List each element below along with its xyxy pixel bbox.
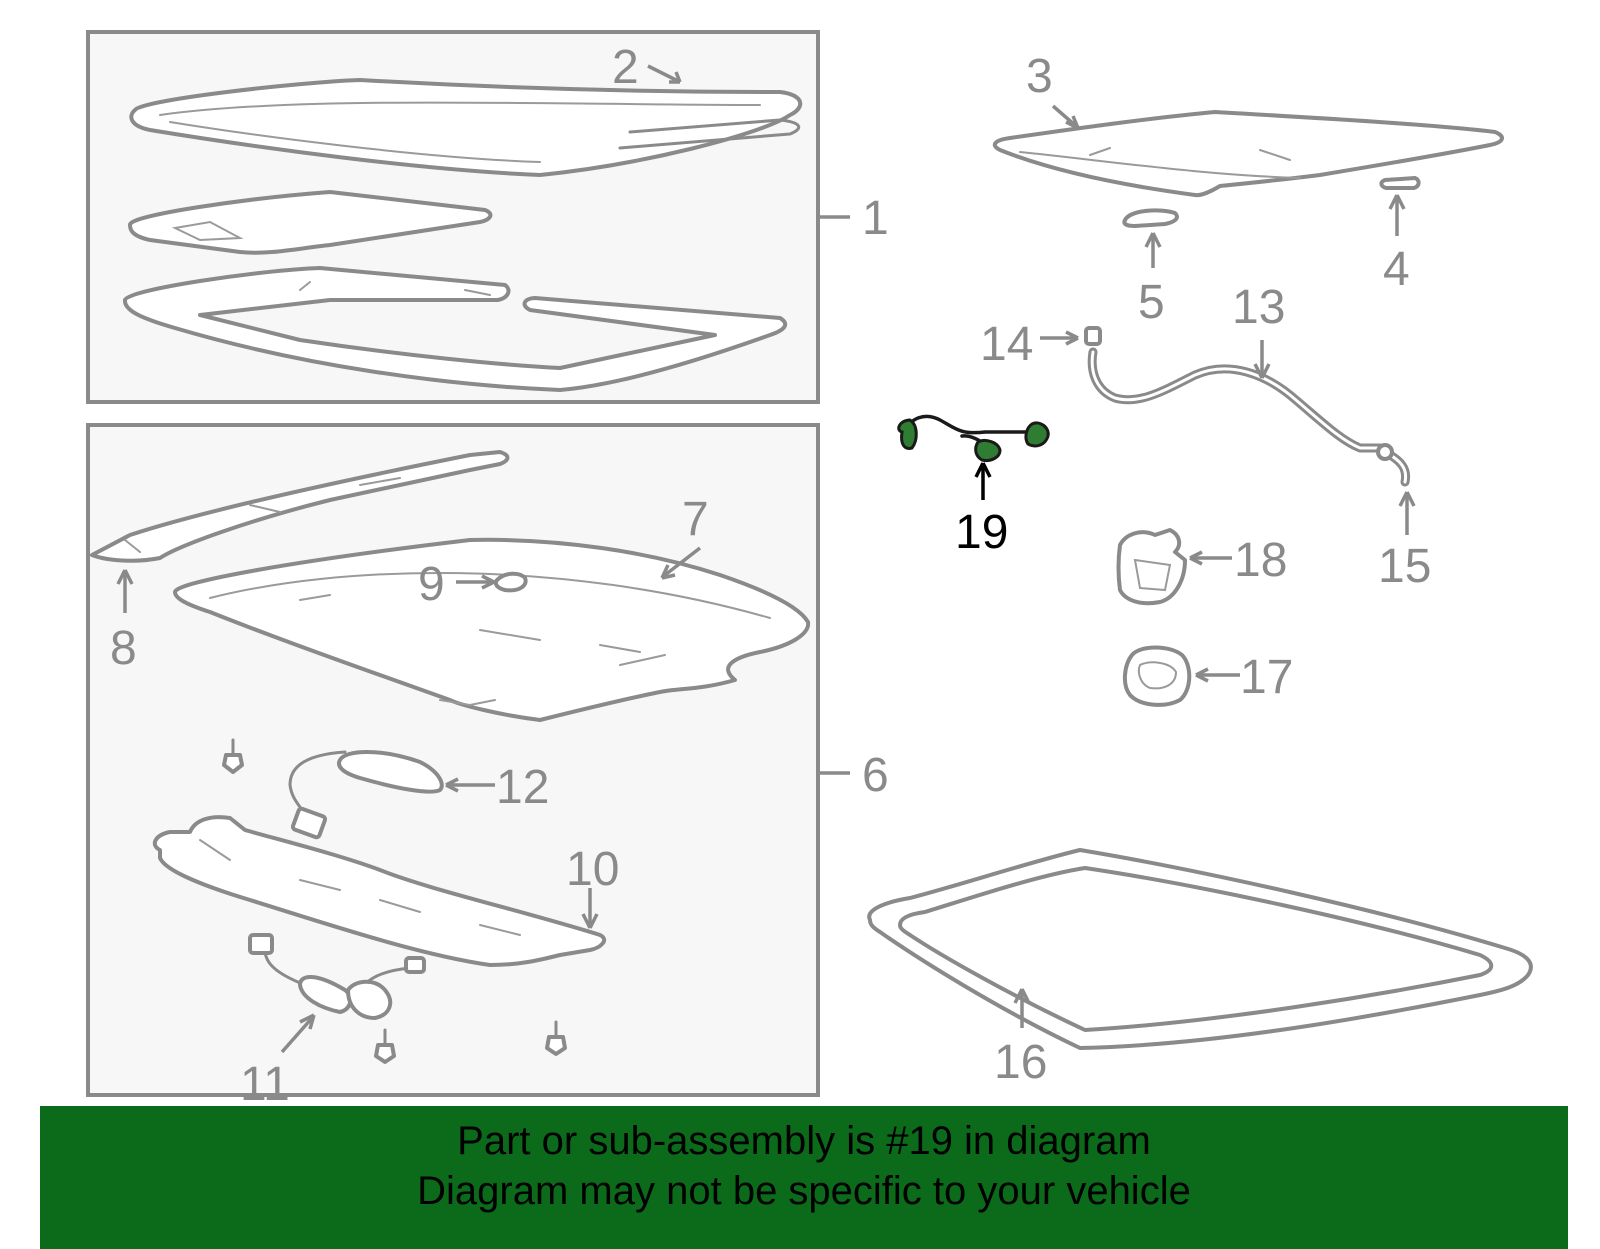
part-9-clip[interactable]: [493, 571, 528, 593]
callout-16: 16: [994, 1036, 1047, 1089]
callout-3: 3: [1026, 50, 1053, 103]
part-12-motor[interactable]: [288, 750, 444, 840]
callout-6: 6: [862, 749, 889, 802]
callout-17: 17: [1240, 651, 1293, 704]
part-19-wire-harness[interactable]: [897, 414, 1050, 462]
bolt[interactable]: [374, 1028, 396, 1064]
part-1-sunroof-frame-assembly[interactable]: [123, 78, 803, 392]
callout-15: 15: [1378, 540, 1431, 593]
part-5-clip[interactable]: [1122, 208, 1179, 228]
bolt[interactable]: [545, 1020, 567, 1056]
callout-7: 7: [682, 493, 709, 546]
part-18-bracket[interactable]: [1116, 528, 1187, 606]
callout-11: 11: [240, 1058, 290, 1111]
info-banner: Part or sub-assembly is #19 in diagram D…: [40, 1106, 1568, 1249]
part-7-sunshade[interactable]: [173, 537, 811, 722]
banner-line-1: Part or sub-assembly is #19 in diagram: [457, 1119, 1151, 1163]
callout-9: 9: [418, 558, 445, 611]
part-16-seal[interactable]: [867, 848, 1533, 1050]
part-10-guide[interactable]: [152, 815, 607, 967]
part-8-rail[interactable]: [90, 450, 510, 563]
callout-8: 8: [110, 622, 137, 675]
banner-line-2: Diagram may not be specific to your vehi…: [417, 1169, 1191, 1213]
callout-12: 12: [496, 761, 549, 814]
callout-14: 14: [980, 318, 1033, 371]
part-15-elbow[interactable]: [1376, 443, 1411, 487]
part-13-drain-hose[interactable]: [1087, 347, 1385, 453]
part-11-motor-harness[interactable]: [248, 933, 426, 1020]
callout-2: 2: [612, 41, 639, 94]
callout-19: 19: [955, 506, 1008, 559]
part-17-bracket[interactable]: [1123, 645, 1192, 707]
part-14-cap[interactable]: [1084, 326, 1102, 346]
callout-1: 1: [862, 192, 889, 245]
callout-4: 4: [1383, 243, 1410, 296]
callout-10: 10: [566, 843, 619, 896]
part-4-clip[interactable]: [1379, 176, 1421, 190]
part-3-glass-panel[interactable]: [992, 110, 1504, 198]
bolt[interactable]: [222, 738, 244, 774]
callout-5: 5: [1138, 276, 1165, 329]
callout-13: 13: [1232, 281, 1285, 334]
callout-18: 18: [1234, 534, 1287, 587]
